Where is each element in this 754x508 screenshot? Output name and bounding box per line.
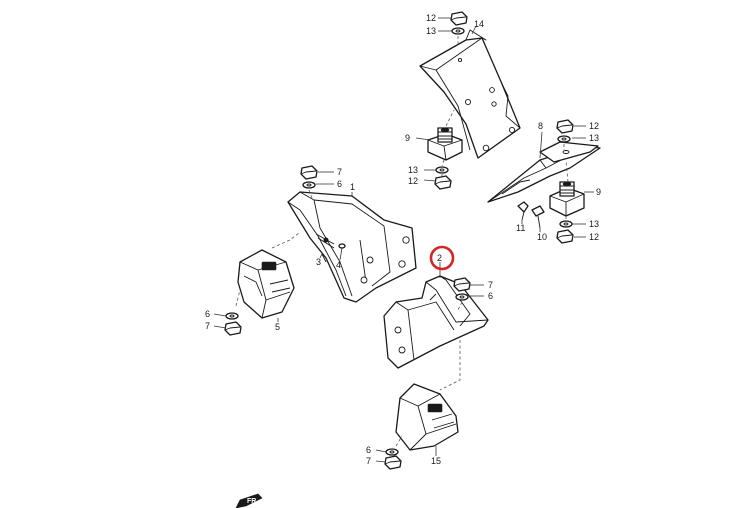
callout-7[interactable]: 7 — [337, 167, 342, 177]
callout-6[interactable]: 6 — [366, 445, 371, 455]
nut-7-part-2[interactable] — [453, 277, 471, 292]
callout-6[interactable]: 6 — [337, 179, 342, 189]
washer-13-part-8[interactable] — [557, 135, 571, 143]
bolt-11[interactable] — [517, 201, 529, 221]
nut-12-lower-mount[interactable] — [556, 229, 574, 244]
callout-6[interactable]: 6 — [488, 291, 493, 301]
front-arrow-icon: FR — [235, 493, 263, 508]
part-14-bracket[interactable] — [419, 29, 521, 159]
callout-11[interactable]: 11 — [516, 223, 525, 233]
stud-3[interactable] — [321, 253, 327, 263]
nut-7-part-1[interactable] — [300, 165, 318, 180]
callout-13[interactable]: 13 — [589, 219, 599, 229]
logo-text: FR — [247, 498, 256, 505]
part-9-upper-mount[interactable] — [427, 127, 463, 161]
callout-12[interactable]: 12 — [589, 121, 599, 131]
callout-15[interactable]: 15 — [431, 456, 441, 466]
callout-12[interactable]: 12 — [408, 176, 418, 186]
callout-1[interactable]: 1 — [350, 182, 355, 192]
callout-7[interactable]: 7 — [488, 280, 493, 290]
callouts: 12 13 14 9 13 12 8 12 13 9 11 10 13 12 7… — [205, 13, 601, 466]
highlight-circle — [429, 245, 455, 271]
callout-7[interactable]: 7 — [366, 456, 371, 466]
callout-12[interactable]: 12 — [426, 13, 436, 23]
assembly-lines — [235, 36, 569, 447]
callout-13[interactable]: 13 — [426, 26, 436, 36]
part-15-mount[interactable] — [395, 383, 459, 451]
part-8-bracket[interactable] — [487, 141, 601, 203]
callout-9[interactable]: 9 — [596, 187, 601, 197]
washer-6-part-2[interactable] — [455, 293, 469, 301]
callout-14[interactable]: 14 — [474, 19, 484, 29]
part-5-mount[interactable] — [237, 249, 295, 319]
callout-10[interactable]: 10 — [537, 232, 547, 242]
callout-13[interactable]: 13 — [589, 133, 599, 143]
callout-7[interactable]: 7 — [205, 321, 210, 331]
washer-4[interactable] — [338, 243, 346, 249]
callout-12[interactable]: 12 — [589, 232, 599, 242]
bolt-10[interactable] — [531, 205, 545, 229]
callout-13[interactable]: 13 — [408, 165, 418, 175]
callout-4[interactable]: 4 — [336, 260, 341, 270]
nut-12-upper-mount[interactable] — [434, 175, 452, 190]
washer-6-part-1[interactable] — [302, 181, 316, 189]
washer-6-part-15[interactable] — [385, 448, 399, 456]
callout-9[interactable]: 9 — [405, 133, 410, 143]
leader-lines — [213, 17, 594, 463]
callout-6[interactable]: 6 — [205, 309, 210, 319]
part-2-bracket[interactable] — [383, 275, 489, 369]
nut-12-part-8[interactable] — [556, 119, 574, 134]
callout-2[interactable]: 2 — [437, 253, 442, 263]
washer-6-part-5[interactable] — [225, 312, 239, 320]
callout-3[interactable]: 3 — [316, 257, 321, 267]
callout-5[interactable]: 5 — [275, 322, 280, 332]
part-9-lower-mount[interactable] — [549, 181, 585, 217]
part-1-bracket[interactable] — [287, 191, 417, 303]
nut-7-part-15[interactable] — [384, 455, 402, 470]
nut-12-top[interactable] — [450, 11, 468, 26]
washer-13-upper-mount[interactable] — [435, 166, 449, 174]
callout-8[interactable]: 8 — [538, 121, 543, 131]
washer-13-top[interactable] — [451, 27, 465, 35]
nut-7-part-5[interactable] — [224, 321, 242, 336]
washer-13-lower-mount[interactable] — [559, 220, 573, 228]
